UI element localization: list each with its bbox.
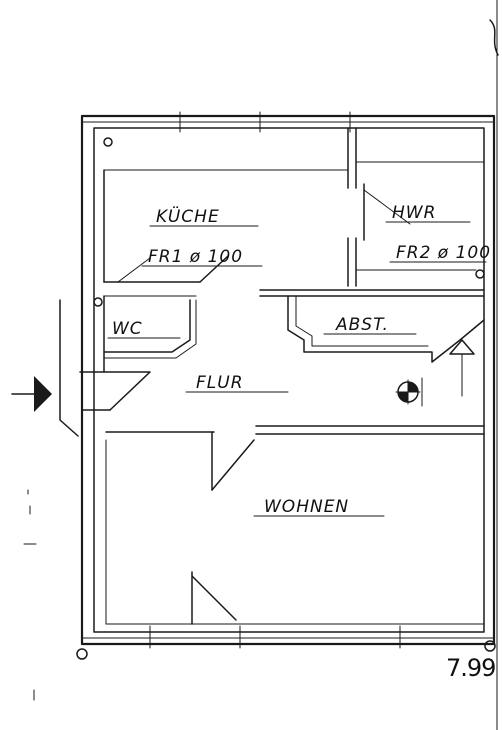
- entrance-arrow-icon: [11, 376, 52, 412]
- balcony-door-leaf: [191, 575, 237, 621]
- room-label-abst: ABST.: [323, 315, 417, 335]
- entrance-wall: [59, 299, 79, 437]
- corner-marker: [475, 269, 485, 279]
- margin-marks: [23, 489, 37, 701]
- wc-fixture: [93, 297, 103, 307]
- annotation-fr2: FR2 ø 100: [389, 243, 491, 263]
- room-label-kueche: KÜCHE: [149, 205, 259, 227]
- outer-wall-inner-line: [93, 127, 485, 633]
- label-fr2: FR2 ø 100: [396, 243, 491, 263]
- edge-mark: [489, 19, 499, 56]
- kitchen-door-leaf: [199, 255, 229, 283]
- label-wc: WC: [112, 319, 143, 339]
- label-abst: ABST.: [335, 315, 389, 335]
- outer-walls: [76, 111, 496, 660]
- kitchen-fixture-line: [117, 257, 151, 283]
- room-label-flur: FLUR: [185, 373, 289, 393]
- label-flur: FLUR: [196, 373, 244, 393]
- room-label-wc: WC: [107, 319, 181, 339]
- hwr-door-swing: [363, 189, 411, 225]
- label-kueche: KÜCHE: [156, 205, 220, 227]
- room-label-hwr: HWR: [385, 203, 471, 223]
- label-hwr: HWR: [392, 203, 436, 223]
- dimension-label: 7.99: [446, 654, 495, 682]
- label-fr1: FR1 ø 100: [148, 247, 243, 267]
- room-label-wohnen: WOHNEN: [253, 497, 385, 517]
- entrance-door: [79, 371, 151, 411]
- abst-wall: [287, 295, 485, 363]
- abst-wall-inner: [295, 295, 429, 347]
- corner-marker: [103, 137, 113, 147]
- corner-marker: [484, 640, 496, 652]
- outer-wall-outer-line: [80, 114, 496, 646]
- meter-symbol: [395, 377, 423, 407]
- annotation-fr1: FR1 ø 100: [141, 247, 263, 267]
- living-door-leaf: [211, 439, 255, 491]
- corner-marker: [76, 648, 88, 660]
- interior-walls: [59, 127, 485, 625]
- wc-right-wall: [103, 299, 191, 353]
- label-wohnen: WOHNEN: [264, 497, 349, 517]
- triangle-symbol: [449, 339, 475, 355]
- wc-right-wall: [103, 299, 197, 359]
